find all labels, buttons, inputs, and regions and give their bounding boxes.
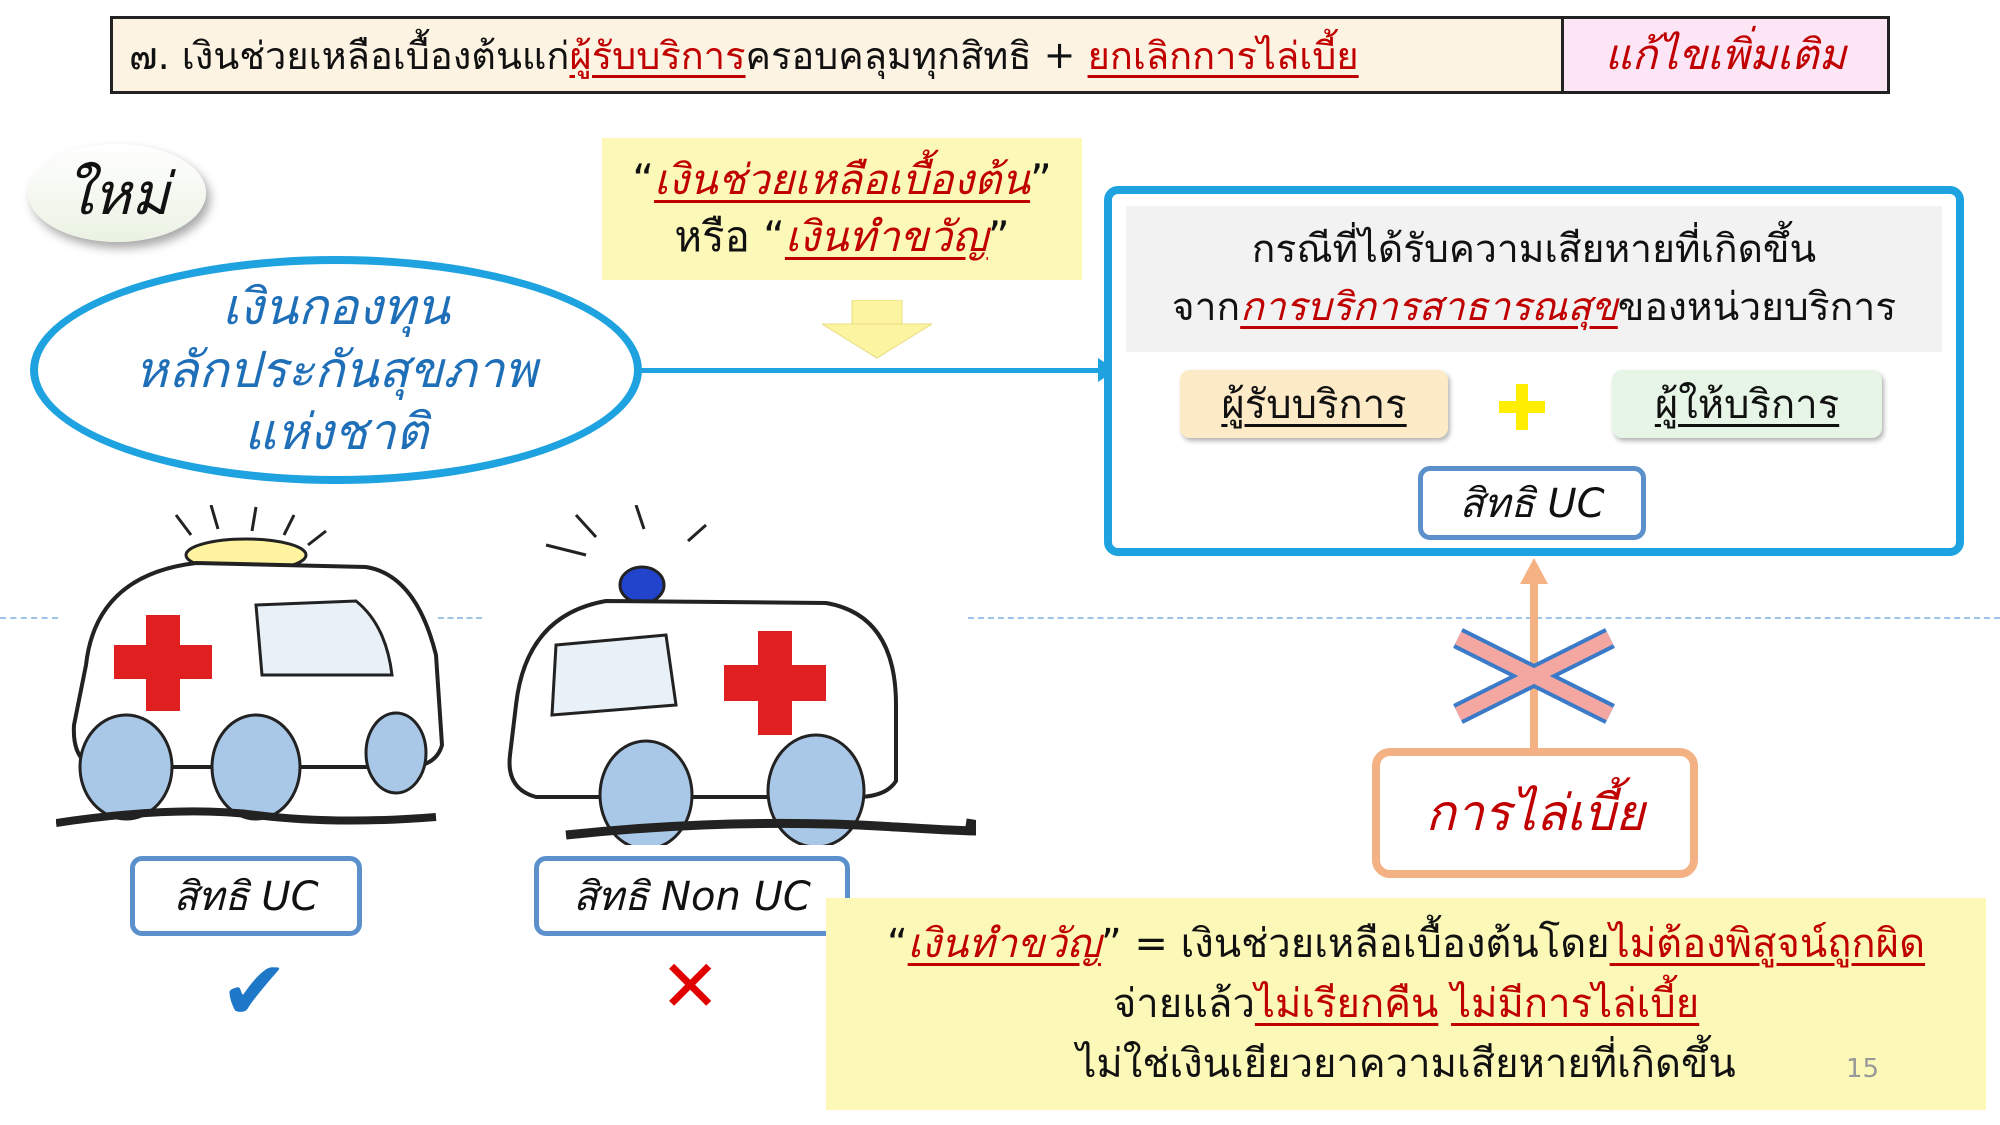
or-text: หรือ “ <box>674 212 785 261</box>
provider-label: ผู้ให้บริการ <box>1654 382 1840 428</box>
dashed-separator-mid <box>438 617 482 619</box>
recipient-label: ผู้รับบริการ <box>1221 382 1407 428</box>
fund-line-2: หลักประกันสุขภาพ <box>134 340 538 399</box>
case-description: กรณีที่ได้รับความเสียหายที่เกิดขึ้น จากก… <box>1126 206 1942 352</box>
amended-badge: แก้ไขเพิ่มเติม <box>1561 19 1887 91</box>
new-badge: ใหม่ <box>28 144 206 242</box>
title-bar: ๗. เงินช่วยเหลือเบื้องต้นแก่ผู้รับบริการ… <box>110 16 1890 94</box>
case-line-2: จากการบริการสาธารณสุขของหน่วยบริการ <box>1172 279 1896 338</box>
provider-pill: ผู้ให้บริการ <box>1612 370 1882 438</box>
subrogation-box: การไล่เบี้ย <box>1372 748 1698 878</box>
title-part-1: ๗. เงินช่วยเหลือเบื้องต้นแก่ <box>129 33 570 78</box>
quote-close-2: ” <box>987 212 1010 261</box>
plus-icon <box>1499 384 1545 430</box>
up-arrow-icon <box>1520 558 1548 584</box>
page-number: 15 <box>1846 1054 1880 1084</box>
note-bottom-line-1: “เงินทำขวัญ” = เงินช่วยเหลือเบื้องต้นโดย… <box>887 914 1925 974</box>
fund-line-1: เงินกองทุน <box>222 278 450 337</box>
case-line-2-pre: จาก <box>1171 285 1241 330</box>
no-refund-term: ไม่เรียกคืน <box>1254 981 1439 1027</box>
connector-line <box>640 368 1110 373</box>
public-health-service-term: การบริการสาธารณสุข <box>1240 285 1618 330</box>
rights-uc-box: สิทธิ UC <box>1418 466 1646 540</box>
quote-open-bottom: “ <box>886 921 908 967</box>
case-line-1: กรณีที่ได้รับความเสียหายที่เกิดขึ้น <box>1251 226 1817 272</box>
title-part-3: ครอบคลุมทุกสิทธิ <box>745 33 1032 78</box>
fund-line-3: แห่งชาติ <box>243 403 429 462</box>
definition-note-top: “เงินช่วยเหลือเบื้องต้น” หรือ “เงินทำขวั… <box>602 138 1082 280</box>
definition-note-bottom: “เงินทำขวัญ” = เงินช่วยเหลือเบื้องต้นโดย… <box>826 898 1986 1110</box>
no-subrogation-term: ไม่มีการไล่เบี้ย <box>1451 981 1700 1027</box>
case-box: กรณีที่ได้รับความเสียหายที่เกิดขึ้น จากก… <box>1104 186 1964 556</box>
rights-non-uc-label: สิทธิ Non UC <box>534 856 850 936</box>
initial-aid-term: เงินช่วยเหลือเบื้องต้น <box>653 155 1030 205</box>
no-fault-term: ไม่ต้องพิสูจน์ถูกผิด <box>1609 921 1926 967</box>
title-recipient: ผู้รับบริการ <box>569 33 746 78</box>
x-icon: ✕ <box>660 944 721 1028</box>
quote-open: “ <box>632 155 654 205</box>
dashed-separator-right <box>968 617 2000 619</box>
case-line-2-post: ของหน่วยบริการ <box>1617 285 1897 330</box>
quote-close: ” <box>1030 155 1052 205</box>
note-bottom-line-3: ไม่ใช่เงินเยียวยาความเสียหายที่เกิดขึ้น <box>1076 1041 1736 1087</box>
check-icon: ✔ <box>220 944 289 1039</box>
down-arrow-icon <box>822 300 932 359</box>
title-plus: + <box>1031 33 1088 77</box>
cross-out-icon <box>1453 628 1615 724</box>
note-bottom-line-2: จ่ายแล้วไม่เรียกคืน ไม่มีการไล่เบี้ย <box>1113 974 1699 1034</box>
compensation-term: เงินทำขวัญ <box>784 212 988 261</box>
title-cancel-subrogation: ยกเลิกการไล่เบี้ย <box>1087 33 1359 78</box>
ambulance-uc-icon <box>56 505 445 827</box>
ambulance-non-uc-icon <box>507 505 976 845</box>
recipient-pill: ผู้รับบริการ <box>1180 370 1448 438</box>
compensation-term-bottom: เงินทำขวัญ <box>907 921 1101 967</box>
definition-text: ” = เงินช่วยเหลือเบื้องต้นโดย <box>1100 921 1610 967</box>
slide-title: ๗. เงินช่วยเหลือเบื้องต้นแก่ผู้รับบริการ… <box>113 19 1561 91</box>
fund-ellipse: เงินกองทุน หลักประกันสุขภาพ แห่งชาติ <box>30 256 642 484</box>
paid-text: จ่ายแล้ว <box>1112 981 1255 1027</box>
spacer <box>1438 981 1451 1027</box>
dashed-separator-left <box>0 617 58 619</box>
rights-uc-label: สิทธิ UC <box>130 856 362 936</box>
